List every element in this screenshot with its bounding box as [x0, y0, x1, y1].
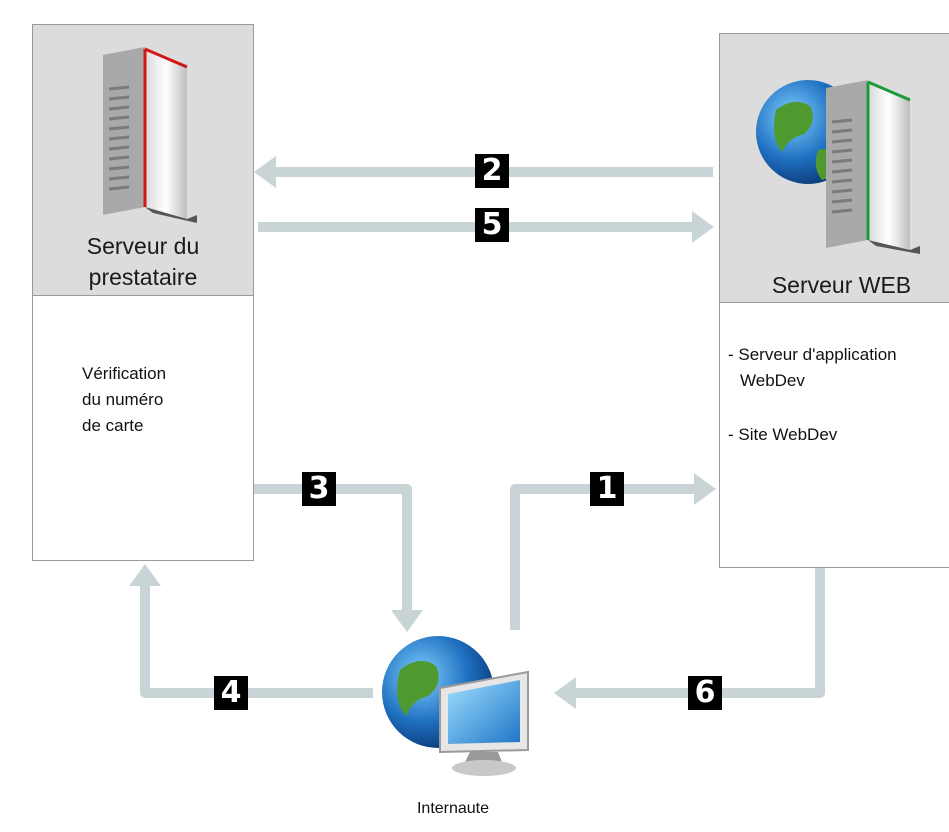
arrow-step-3	[254, 484, 412, 612]
step-badge-5: 5	[475, 208, 509, 242]
prestataire-desc-line3: de carte	[82, 416, 144, 435]
prestataire-desc-line1: Vérification	[82, 364, 167, 383]
web-item1-line2: WebDev	[740, 371, 805, 390]
web-divider	[720, 302, 949, 303]
globe-monitor-icon	[382, 636, 529, 776]
web-box: Serveur WEB - Serveur d'application WebD…	[719, 33, 949, 568]
web-item1-line1: - Serveur d'application	[728, 345, 897, 364]
step-badge-4: 4	[214, 676, 248, 710]
internaute-label: Internaute	[416, 800, 490, 817]
arrow-step-1	[510, 484, 698, 630]
prestataire-divider	[33, 295, 253, 296]
arrow-step-4	[140, 584, 373, 698]
globe-server-icon	[756, 80, 920, 254]
step-badge-1: 1	[590, 472, 624, 506]
prestataire-desc-line2: du numéro	[82, 390, 164, 409]
prestataire-box: Serveur du prestataire Vérification du n…	[32, 24, 254, 561]
step-badge-6: 6	[688, 676, 722, 710]
arrow-step-6	[573, 566, 825, 698]
step-badge-3: 3	[302, 472, 336, 506]
server-icon	[103, 47, 197, 223]
prestataire-title-line1: Serveur du	[86, 233, 200, 259]
step-badge-2: 2	[475, 154, 509, 188]
web-item2: - Site WebDev	[728, 425, 838, 444]
prestataire-title-line2: prestataire	[88, 264, 198, 290]
web-title: Serveur WEB	[771, 272, 912, 298]
